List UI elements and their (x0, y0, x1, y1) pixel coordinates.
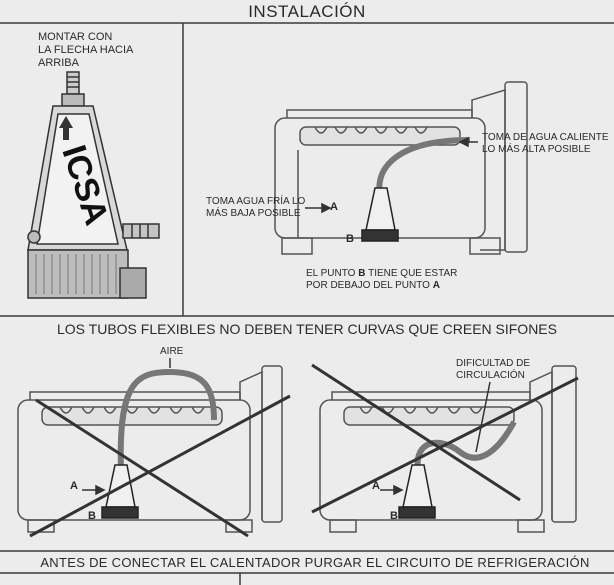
heater-device (27, 71, 160, 299)
cross-out-air (29, 394, 291, 538)
siphon-warning: LOS TUBOS FLEXIBLES NO DEBEN TENER CURVA… (57, 321, 557, 337)
page-title: INSTALACIÓN (248, 2, 366, 21)
heater-mini-air (101, 464, 139, 519)
leader-lines-ok (305, 136, 478, 214)
cold-water-label: TOMA AGUA FRÍA LO MÁS BAJA POSIBLE (206, 196, 305, 220)
leader-line-air (82, 358, 171, 496)
arrow-up-icon (59, 116, 73, 140)
boiler-air-siphon (17, 365, 283, 533)
point-note-line2-prefix: POR DEBAJO DEL PUNTO (306, 280, 433, 291)
air-label: AIRE (160, 346, 184, 357)
point-a-label-flow: A (372, 480, 380, 492)
point-a-label-ok: A (330, 201, 338, 213)
mount-caption-line-1: MONTAR CON (38, 31, 113, 43)
point-b-label-air: B (88, 510, 96, 522)
point-note-a: A (432, 280, 440, 291)
point-b-label-flow: B (390, 510, 398, 522)
flow-siphon-hose (414, 420, 517, 471)
point-b-label-ok: B (346, 233, 354, 245)
point-a-label-air: A (70, 480, 78, 492)
mount-caption-line-2: LA FLECHA HACIA (38, 44, 134, 56)
mount-caption: MONTAR CON LA FLECHA HACIA ARRIBA (38, 31, 133, 70)
leader-line-flow (380, 381, 491, 496)
circulation-label: DIFICULTAD DE CIRCULACIÓN (456, 358, 530, 382)
purge-instruction: ANTES DE CONECTAR EL CALENTADOR PURGAR E… (40, 555, 590, 570)
boiler-flow-siphon (319, 365, 577, 533)
cross-out-flow (311, 363, 579, 514)
point-note: EL PUNTO B TIENE QUE ESTAR POR DEBAJO DE… (306, 268, 457, 292)
panel-frames (0, 22, 614, 585)
point-note-prefix: EL PUNTO (306, 268, 359, 279)
hot-water-label: TOMA DE AGUA CALIENTE LO MÁS ALTA POSIBL… (482, 132, 609, 156)
cold-water-label-line-1: TOMA AGUA FRÍA LO (206, 196, 306, 207)
boiler-correct (274, 81, 528, 255)
point-note-mid: TIENE QUE ESTAR (365, 268, 458, 279)
circulation-label-line-1: DIFICULTAD DE (456, 358, 531, 369)
hot-water-label-line-2: LO MÁS ALTA POSIBLE (482, 144, 591, 155)
heater-mini-ok (361, 187, 399, 242)
air-siphon-hose (117, 368, 217, 471)
heater-mini-flow (398, 464, 436, 519)
point-note-line-1: EL PUNTO B TIENE QUE ESTAR (306, 268, 457, 280)
mount-caption-line-3: ARRIBA (38, 57, 79, 69)
cold-water-label-line-2: MÁS BAJA POSIBLE (206, 208, 301, 219)
hot-water-hose (376, 137, 471, 201)
point-note-b: B (358, 268, 366, 279)
point-note-line-2: POR DEBAJO DEL PUNTO A (306, 280, 457, 292)
hot-water-label-line-1: TOMA DE AGUA CALIENTE (482, 132, 609, 143)
circulation-label-line-2: CIRCULACIÓN (456, 370, 525, 381)
